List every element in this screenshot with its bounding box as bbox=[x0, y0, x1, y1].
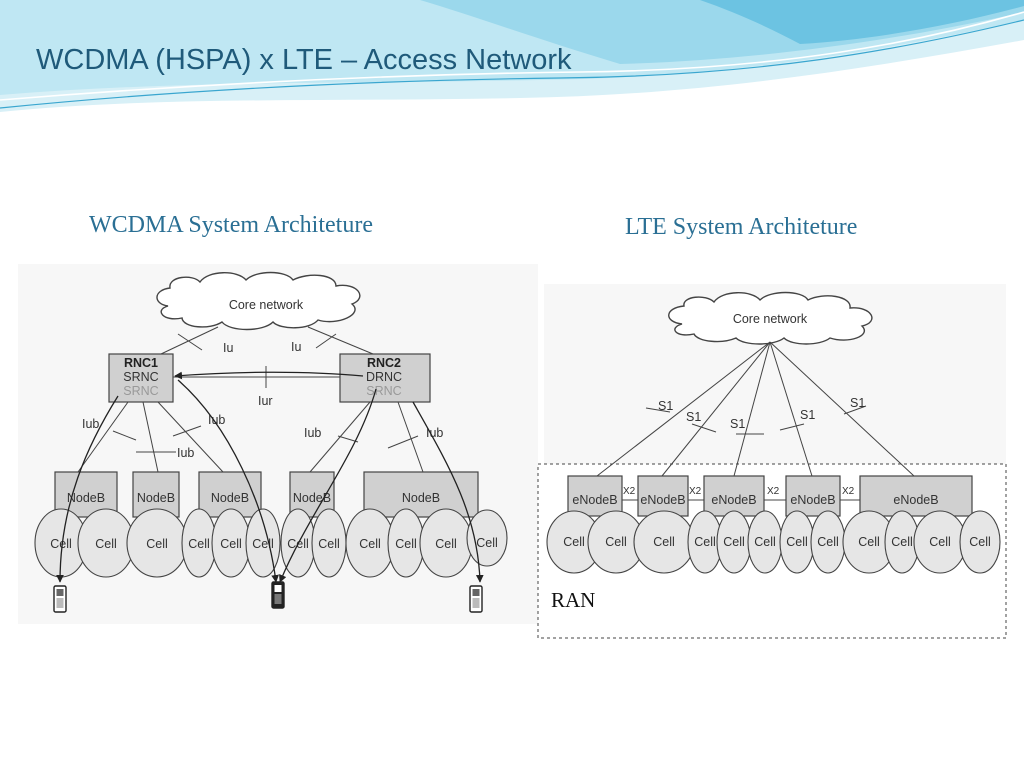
enodeb-4: eNodeB bbox=[785, 475, 841, 517]
svg-text:Cell: Cell bbox=[188, 537, 210, 551]
wcdma-cells bbox=[34, 508, 508, 578]
svg-text:Cell: Cell bbox=[858, 535, 880, 549]
s1-label-3: S1 bbox=[730, 417, 745, 431]
slide-title: WCDMA (HSPA) x LTE – Access Network bbox=[36, 44, 572, 76]
svg-text:Cell: Cell bbox=[969, 535, 991, 549]
enodeb-3: eNodeB bbox=[703, 475, 765, 517]
svg-text:eNodeB: eNodeB bbox=[711, 493, 756, 507]
svg-text:Cell: Cell bbox=[318, 537, 340, 551]
enodeb-2: eNodeB bbox=[637, 475, 689, 517]
s1-label-2: S1 bbox=[686, 410, 701, 424]
svg-text:Cell: Cell bbox=[95, 537, 117, 551]
rnc2-name: RNC2 bbox=[367, 356, 401, 370]
rnc2-box: RNC2 DRNC SRNC bbox=[339, 353, 431, 403]
svg-text:Cell: Cell bbox=[476, 536, 498, 550]
iu-right-label: Iu bbox=[291, 340, 301, 354]
lte-cell-labels: Cell Cell Cell Cell Cell Cell Cell Cell … bbox=[563, 535, 991, 549]
svg-text:Cell: Cell bbox=[653, 535, 675, 549]
iub-label-2: Iub bbox=[177, 446, 194, 460]
x2-label-1: X2 bbox=[623, 486, 636, 497]
enodeb-1: eNodeB bbox=[567, 475, 623, 517]
x2-label-4: X2 bbox=[842, 486, 855, 497]
wcdma-diagram: Core network Iu Iu RNC1 SRNC SRNC RNC2 D… bbox=[18, 264, 538, 624]
x2-label-3: X2 bbox=[767, 486, 780, 497]
mobile-phone-icon bbox=[53, 585, 67, 613]
svg-text:Cell: Cell bbox=[694, 535, 716, 549]
wcdma-core-network-label: Core network bbox=[229, 298, 304, 312]
svg-text:NodeB: NodeB bbox=[137, 491, 175, 505]
svg-text:Cell: Cell bbox=[220, 537, 242, 551]
rnc2-ghost-role: SRNC bbox=[366, 384, 401, 398]
svg-text:Cell: Cell bbox=[435, 537, 457, 551]
iub-label-1: Iub bbox=[82, 417, 99, 431]
iur-label: Iur bbox=[258, 394, 273, 408]
svg-text:Cell: Cell bbox=[563, 535, 585, 549]
svg-text:NodeB: NodeB bbox=[67, 491, 105, 505]
svg-text:Cell: Cell bbox=[395, 537, 417, 551]
s1-label-4: S1 bbox=[800, 408, 815, 422]
wcdma-signaling-arrows bbox=[56, 371, 484, 583]
svg-text:Cell: Cell bbox=[817, 535, 839, 549]
enodeb-5: eNodeB bbox=[859, 475, 973, 517]
iub-label-5: Iub bbox=[426, 426, 443, 440]
lte-core-network-cloud: Core network bbox=[668, 291, 873, 345]
svg-text:eNodeB: eNodeB bbox=[572, 493, 617, 507]
mobile-phone-icon bbox=[469, 585, 483, 613]
s1-label-1: S1 bbox=[658, 399, 673, 413]
svg-text:NodeB: NodeB bbox=[293, 491, 331, 505]
svg-text:Cell: Cell bbox=[146, 537, 168, 551]
wcdma-heading: WCDMA System Architeture bbox=[89, 212, 373, 238]
ran-border bbox=[537, 463, 1007, 639]
lte-cells bbox=[546, 510, 1001, 574]
svg-text:eNodeB: eNodeB bbox=[893, 493, 938, 507]
rnc1-box: RNC1 SRNC SRNC bbox=[108, 353, 174, 403]
header-wave bbox=[0, 0, 1024, 112]
nodeb-5: NodeB bbox=[363, 471, 479, 518]
lte-diagram: Core network S1 S1 S1 S1 S1 RAN eNodeB bbox=[537, 284, 1007, 639]
svg-text:Cell: Cell bbox=[723, 535, 745, 549]
rnc1-role: SRNC bbox=[123, 370, 158, 384]
svg-text:NodeB: NodeB bbox=[211, 491, 249, 505]
rnc2-role: DRNC bbox=[366, 370, 402, 384]
svg-text:Cell: Cell bbox=[50, 537, 72, 551]
svg-text:Cell: Cell bbox=[891, 535, 913, 549]
iub-label-3: Iub bbox=[208, 413, 225, 427]
wcdma-cell-6 bbox=[245, 508, 281, 578]
svg-text:eNodeB: eNodeB bbox=[640, 493, 685, 507]
mobile-phone-icon bbox=[271, 581, 285, 609]
ran-label: RAN bbox=[551, 588, 595, 612]
svg-text:Cell: Cell bbox=[359, 537, 381, 551]
svg-text:Cell: Cell bbox=[754, 535, 776, 549]
iu-left-label: Iu bbox=[223, 341, 233, 355]
wcdma-core-network-cloud: Core network bbox=[156, 271, 361, 331]
lte-heading: LTE System Architeture bbox=[625, 214, 858, 240]
svg-text:eNodeB: eNodeB bbox=[790, 493, 835, 507]
lte-core-network-label: Core network bbox=[733, 312, 808, 326]
rnc1-name: RNC1 bbox=[124, 356, 158, 370]
svg-text:NodeB: NodeB bbox=[402, 491, 440, 505]
s1-label-5: S1 bbox=[850, 396, 865, 410]
svg-text:Cell: Cell bbox=[786, 535, 808, 549]
svg-text:Cell: Cell bbox=[605, 535, 627, 549]
rnc1-ghost-role: SRNC bbox=[123, 384, 158, 398]
x2-label-2: X2 bbox=[689, 486, 702, 497]
svg-text:Cell: Cell bbox=[929, 535, 951, 549]
iub-label-4: Iub bbox=[304, 426, 321, 440]
